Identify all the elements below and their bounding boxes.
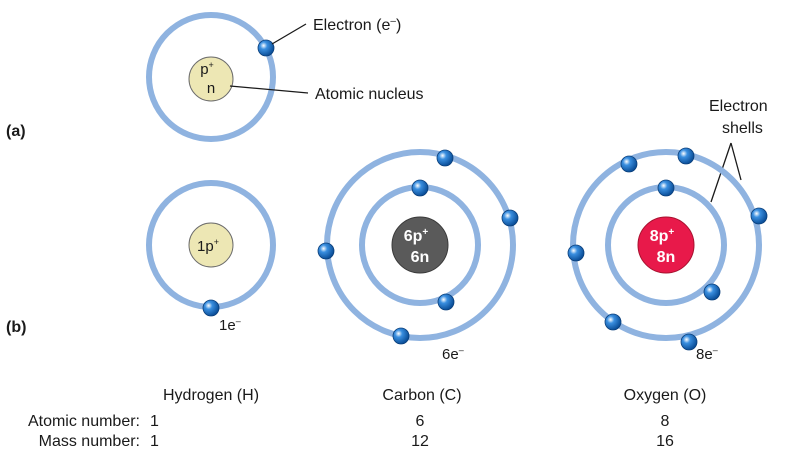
electron [437,293,455,311]
electron [657,179,675,197]
electron-callout-line [271,23,307,45]
mass-number-carbon: 12 [411,433,429,450]
electron-shells-label-1: Electron [709,98,768,115]
nucleus-neutrons: n [207,80,215,97]
nucleus-protons: 6p+ [404,227,429,245]
nucleus [391,216,449,274]
atom-name-hydrogen: Hydrogen (H) [163,387,259,404]
electron [411,179,429,197]
electron [436,149,454,167]
electron-count: 8e– [696,345,718,363]
mass-number-hydrogen: 1 [150,433,159,450]
atomic-number-hydrogen: 1 [150,413,159,430]
oxygen-atom: 8p+ 8n 8e– [567,147,768,363]
panel-label-b: (b) [6,319,26,336]
nucleus-callout-line [229,85,309,94]
atom-name-carbon: Carbon (C) [382,387,461,404]
electron [703,283,721,301]
atom-name-oxygen: Oxygen (O) [624,387,707,404]
generic-atom: p+ n [146,12,276,142]
electron-label: Electron (e–) [313,16,401,34]
electron [680,333,698,351]
hydrogen-atom: 1p+ 1e– [146,180,276,334]
electron [257,39,275,57]
outer-electron-shell [570,149,762,341]
mass-number-label: Mass number: [39,433,140,450]
electron-shells-label-2: shells [722,120,763,137]
electron [604,313,622,331]
nucleus-protons: 1p+ [197,237,219,255]
electron-count: 1e– [219,316,241,334]
electron [202,299,220,317]
nucleus-protons: p+ [200,60,214,78]
electron [677,147,695,165]
panel-label-a: (a) [6,123,26,140]
mass-number-oxygen: 16 [656,433,674,450]
electron-shell [146,12,276,142]
atomic-number-oxygen: 8 [661,413,670,430]
electron [567,244,585,262]
nucleus [188,56,234,102]
atomic-number-carbon: 6 [416,413,425,430]
atomic-number-label: Atomic number: [28,413,140,430]
electron [501,209,519,227]
nucleus [637,216,695,274]
nucleus [188,222,234,268]
electron-count: 6e– [442,345,464,363]
electron [317,242,335,260]
carbon-atom: 6p+ 6n 6e– [317,149,519,363]
electron [750,207,768,225]
nucleus-neutrons: 6n [411,249,430,266]
nucleus-protons: 8p+ [650,227,675,245]
nucleus-neutrons: 8n [657,249,676,266]
electron [392,327,410,345]
shell-callout-outer [730,142,742,181]
nucleus-label: Atomic nucleus [315,86,424,103]
electron [620,155,638,173]
